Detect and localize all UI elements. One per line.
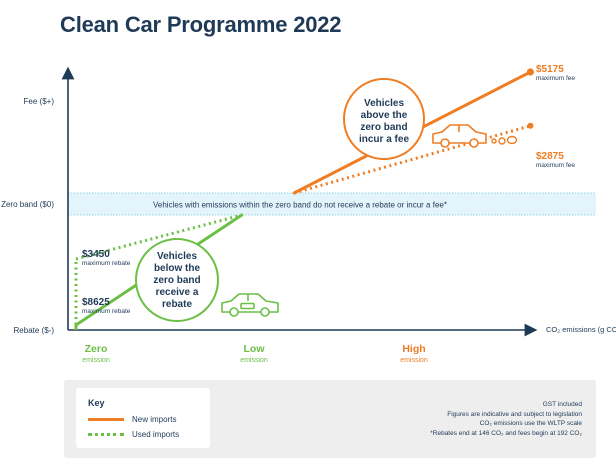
legend-item-used-imports: Used imports [88,430,179,439]
used-imports-max-fee-sub: maximum fee [536,162,575,169]
rebate-annotation-line-3: zero band [153,275,200,286]
x-category-high-sub: emission [400,357,428,364]
new-imports-max-rebate-sub: maximum rebate [82,308,131,315]
new-imports-max-fee-sub: maximum fee [536,75,575,82]
legend-swatch-used-imports [88,433,124,436]
new-imports-max-fee-point [526,68,535,76]
legend-panel: Key New imports Used imports GST include… [64,380,596,458]
rebate-annotation-line-1: Vehicles [157,251,197,262]
x-category-high: High [402,343,425,355]
footnote-thresholds: *Rebates end at 146 CO₂ and fees begin a… [430,429,582,437]
fee-annotation-line-2: above the [361,110,408,121]
x-axis-title: CO₂ emissions (g CO₂/km) [546,325,616,334]
y-label-fee: Fee ($+) [24,97,55,106]
zero-band [68,193,596,215]
x-category-zero-sub: emission [82,357,110,364]
footnote-indicative: Figures are indicative and subject to le… [447,410,582,418]
rebate-annotation-line-5: rebate [162,299,192,310]
legend-key-box: Key New imports Used imports [76,388,210,448]
petrol-car-icon [432,124,487,148]
y-label-rebate: Rebate ($-) [14,326,55,335]
fee-annotation-line-3: zero band [360,122,407,133]
exhaust-smoke-icon [491,135,518,145]
used-imports-max-rebate-sub: maximum rebate [82,260,131,267]
used-imports-max-rebate-value: $3450 [82,249,110,260]
new-imports-max-rebate-value: $8625 [82,297,110,308]
rebate-annotation-line-4: receive a [156,287,199,298]
x-category-zero: Zero [85,343,108,355]
footnotes: GST included Figures are indicative and … [430,400,582,438]
fee-annotation-line-1: Vehicles [364,98,404,109]
rebate-annotation-line-2: below the [154,263,201,274]
y-label-zero-band: Zero band ($0) [1,200,54,209]
x-category-low: Low [244,343,266,355]
legend-item-new-imports: New imports [88,415,176,424]
legend-label-new-imports: New imports [132,415,177,424]
fee-annotation-line-4: incur a fee [359,134,409,145]
used-imports-rebate-line [75,213,243,261]
used-imports-max-fee-value: $2875 [536,151,564,162]
footnote-wltp: CO₂ emissions use the WLTP scale [479,420,582,427]
rebate-annotation-bubble [135,238,219,322]
zero-band-text: Vehicles with emissions within the zero … [153,201,447,210]
fee-annotation-bubble [343,78,425,160]
new-imports-max-fee-value: $5175 [536,64,564,75]
used-imports-max-fee-point [527,122,534,129]
footnote-gst: GST included [542,401,582,408]
legend-title: Key [88,398,105,408]
x-category-low-sub: emission [240,357,268,364]
legend-swatch-new-imports [88,418,124,421]
legend-label-used-imports: Used imports [132,430,180,439]
used-imports-fee-line [293,124,531,195]
page-title: Clean Car Programme 2022 [60,12,342,37]
electric-car-icon [221,293,279,317]
